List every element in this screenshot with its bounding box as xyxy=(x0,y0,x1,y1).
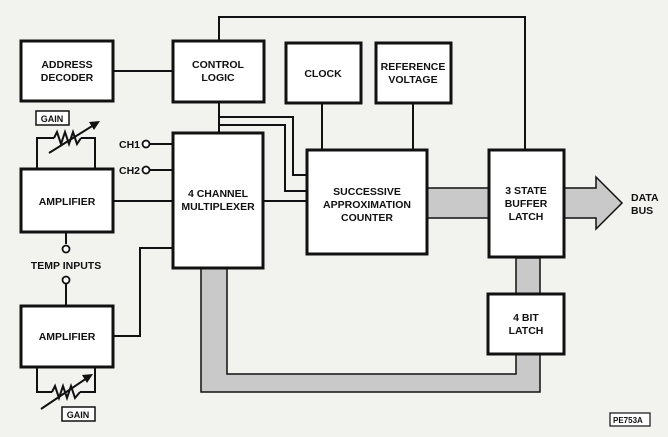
svg-text:SUCCESSIVE: SUCCESSIVE xyxy=(333,186,401,198)
clock-block: CLOCK xyxy=(284,41,363,105)
control-logic-label: CONTROL xyxy=(192,59,244,71)
svg-text:ADDRESS: ADDRESS xyxy=(41,59,92,71)
data-bus-arrow xyxy=(563,175,624,231)
temp-input-terminal-bottom xyxy=(61,275,71,285)
ch1-label: CH1 xyxy=(119,139,140,151)
svg-text:CH2: CH2 xyxy=(119,165,140,177)
amplifier-bottom-label: AMPLIFIER xyxy=(39,331,96,343)
multiplexer-label: MULTIPLEXER xyxy=(181,201,255,213)
gain-top-label: GAIN xyxy=(41,114,64,124)
clock-label: CLOCK xyxy=(304,68,342,80)
svg-text:APPROXIMATION: APPROXIMATION xyxy=(323,199,411,211)
figure-id-label: PE753A xyxy=(613,416,643,425)
counter-to-buffer-bus xyxy=(426,187,490,219)
amplifier-top-label: AMPLIFIER xyxy=(39,196,96,208)
svg-text:AMPLIFIER: AMPLIFIER xyxy=(39,196,96,208)
svg-text:DATA: DATA xyxy=(631,192,659,204)
ch1-terminal xyxy=(141,139,151,149)
gain-bottom-box xyxy=(61,406,96,422)
amplifier-bottom-block: AMPLIFIER xyxy=(19,304,115,369)
temp-input-terminal-top xyxy=(61,244,71,254)
svg-text:CLOCK: CLOCK xyxy=(304,68,342,80)
control-logic-block: CONTROL LOGIC xyxy=(171,39,266,104)
figure-id-box xyxy=(609,412,651,427)
svg-text:REFERENCE: REFERENCE xyxy=(381,61,446,73)
buffer-latch-block: 3 STATE BUFFER LATCH xyxy=(487,148,566,259)
reference-voltage-block: REFERENCE VOLTAGE xyxy=(374,41,453,105)
data-bus-label: BUS xyxy=(631,205,653,217)
svg-text:BUS: BUS xyxy=(631,205,653,217)
svg-text:4 BIT: 4 BIT xyxy=(513,312,539,324)
svg-text:DECODER: DECODER xyxy=(41,72,94,84)
bit-latch-label: LATCH xyxy=(509,325,544,337)
buffer-latch-label: LATCH xyxy=(509,211,544,223)
svg-text:GAIN: GAIN xyxy=(41,114,64,124)
address-decoder-label: DECODER xyxy=(41,72,94,84)
svg-text:MULTIPLEXER: MULTIPLEXER xyxy=(181,201,255,213)
reference-voltage-label: REFERENCE xyxy=(381,61,446,73)
counter-label: COUNTER xyxy=(341,212,393,224)
wiring xyxy=(36,16,526,410)
amplifier-top-block: AMPLIFIER xyxy=(19,167,115,234)
counter-label: APPROXIMATION xyxy=(323,199,411,211)
svg-text:AMPLIFIER: AMPLIFIER xyxy=(39,331,96,343)
svg-text:3 STATE: 3 STATE xyxy=(505,185,547,197)
svg-text:CONTROL: CONTROL xyxy=(192,59,244,71)
temp-inputs-label: TEMP INPUTS xyxy=(31,260,101,272)
svg-text:COUNTER: COUNTER xyxy=(341,212,393,224)
counter-block: SUCCESSIVE APPROXIMATION COUNTER xyxy=(305,148,429,256)
multiplexer-block: 4 CHANNEL MULTIPLEXER xyxy=(171,131,265,270)
ch2-label: CH2 xyxy=(119,165,140,177)
svg-text:VOLTAGE: VOLTAGE xyxy=(388,74,437,86)
gain-top-box xyxy=(35,110,70,126)
svg-text:LOGIC: LOGIC xyxy=(201,72,235,84)
buffer-latch-label: 3 STATE xyxy=(505,185,547,197)
address-decoder-block: ADDRESS DECODER xyxy=(19,39,115,103)
svg-text:CH1: CH1 xyxy=(119,139,140,151)
reference-voltage-label: VOLTAGE xyxy=(388,74,437,86)
buffer-latch-label: BUFFER xyxy=(505,198,548,210)
multiplexer-label: 4 CHANNEL xyxy=(188,188,249,200)
gain-bottom-label: GAIN xyxy=(67,410,90,420)
control-logic-label: LOGIC xyxy=(201,72,235,84)
address-decoder-label: ADDRESS xyxy=(41,59,92,71)
svg-text:TEMP INPUTS: TEMP INPUTS xyxy=(31,260,101,272)
svg-text:BUFFER: BUFFER xyxy=(505,198,548,210)
svg-text:4 CHANNEL: 4 CHANNEL xyxy=(188,188,249,200)
ch2-terminal xyxy=(141,165,151,175)
svg-text:LATCH: LATCH xyxy=(509,211,544,223)
svg-text:GAIN: GAIN xyxy=(67,410,90,420)
counter-label: SUCCESSIVE xyxy=(333,186,401,198)
svg-text:LATCH: LATCH xyxy=(509,325,544,337)
svg-text:PE753A: PE753A xyxy=(613,416,643,425)
data-bus-label: DATA xyxy=(631,192,659,204)
bit-latch-label: 4 BIT xyxy=(513,312,539,324)
bit-latch-block: 4 BIT LATCH xyxy=(486,292,566,356)
